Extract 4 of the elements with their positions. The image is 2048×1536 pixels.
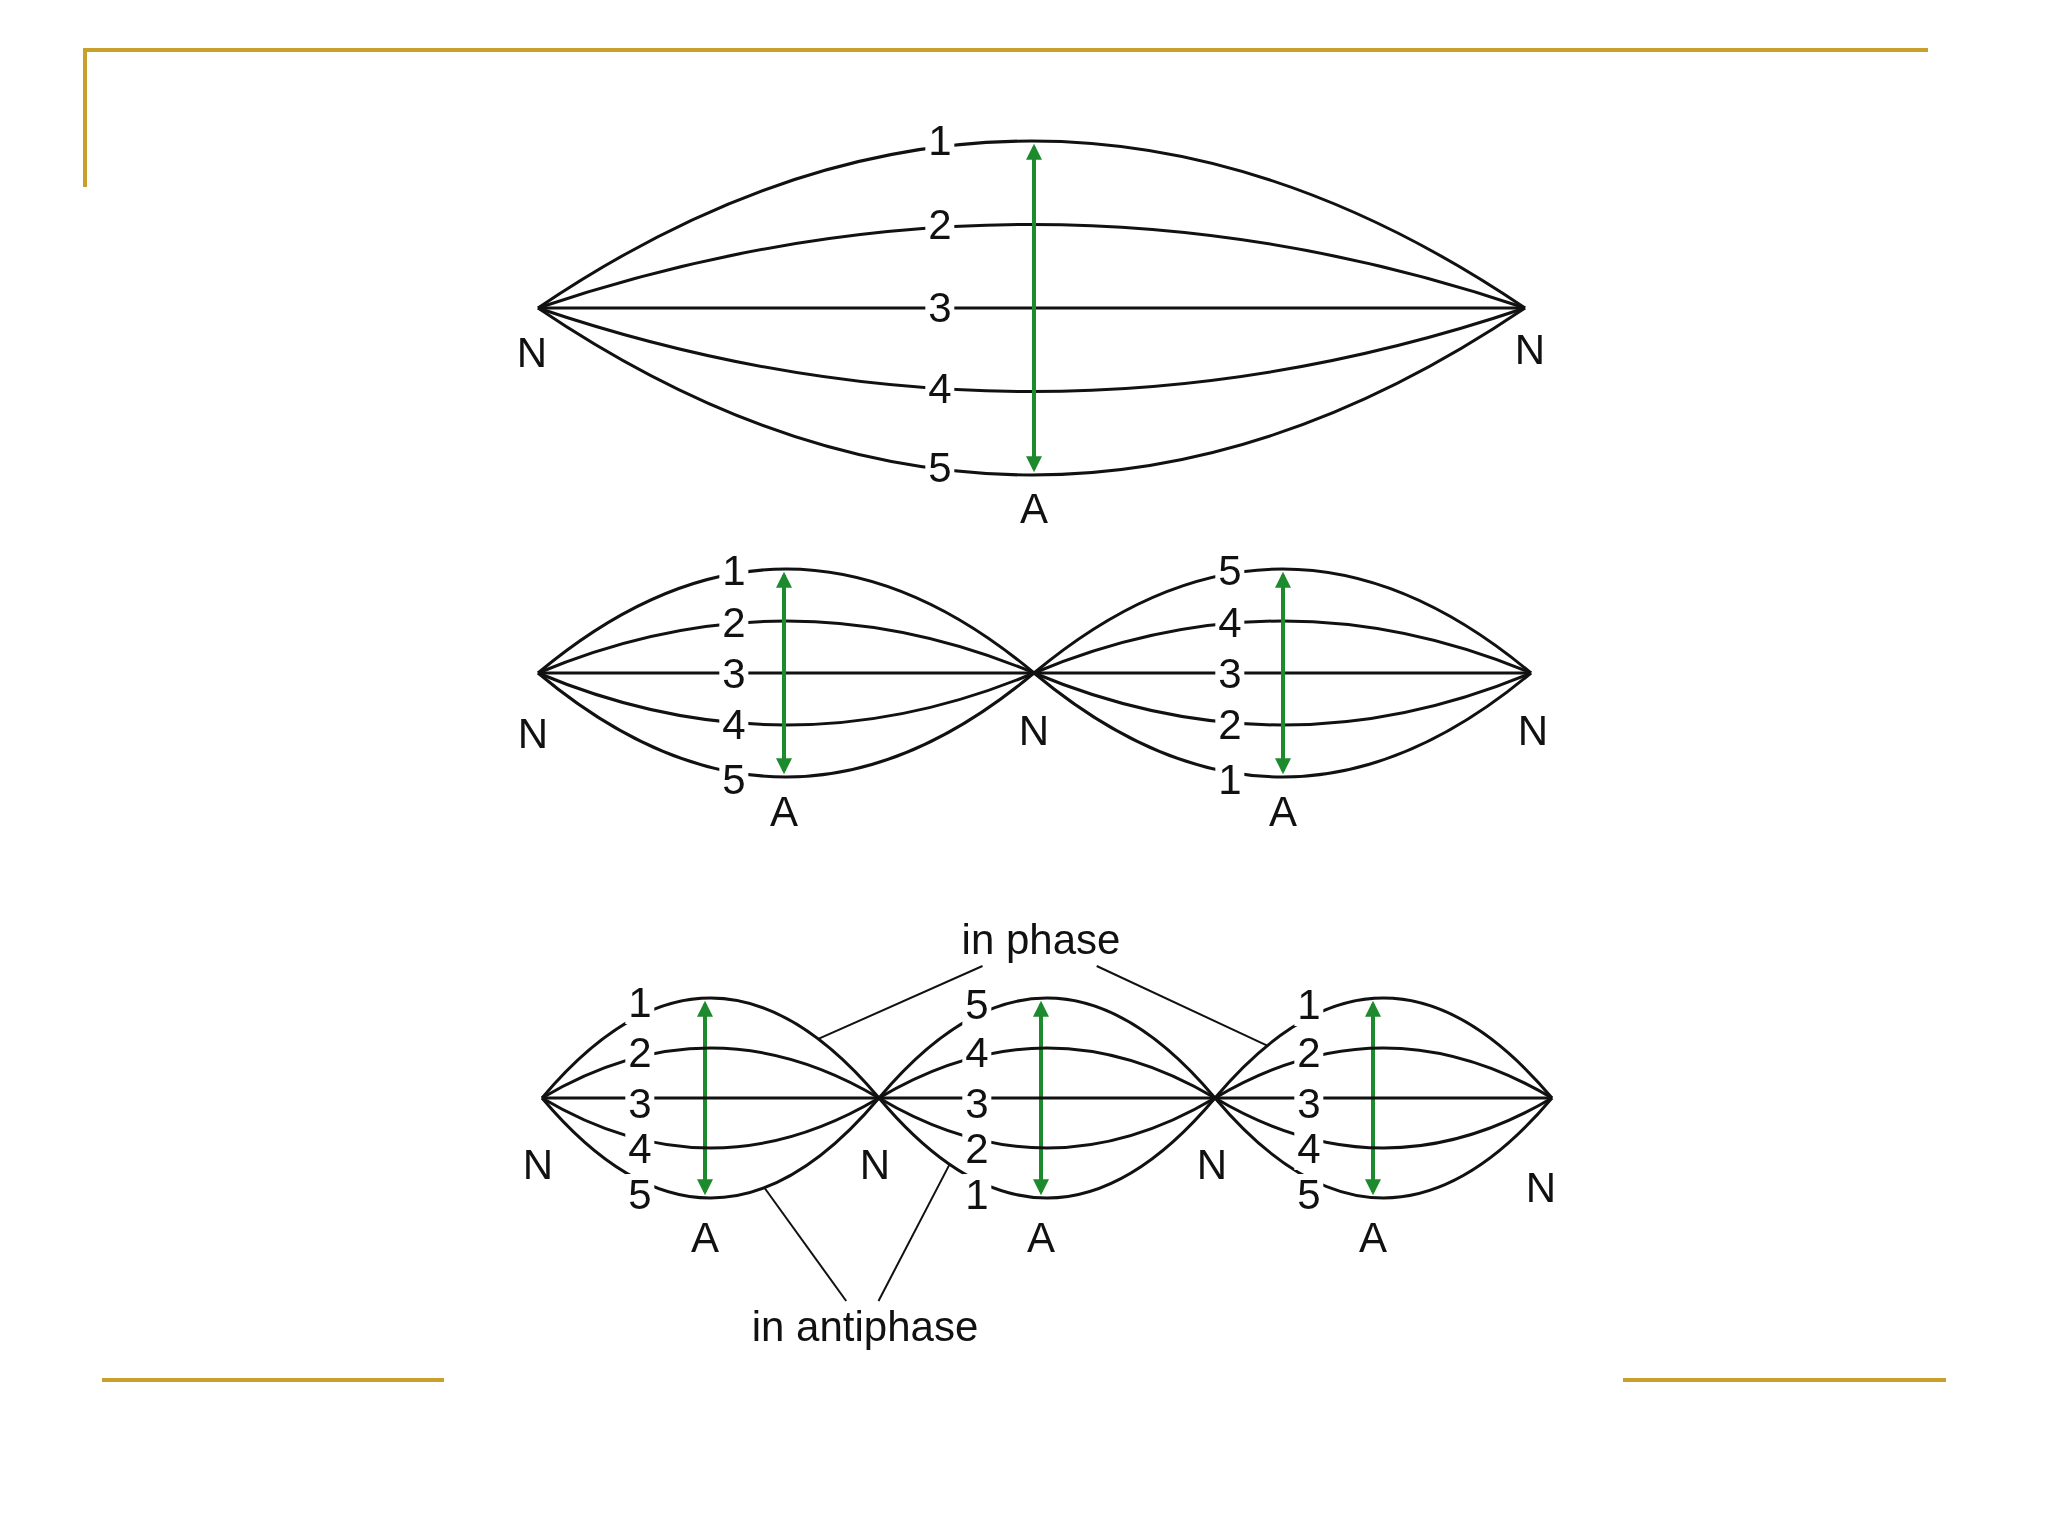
leader-line xyxy=(877,1163,951,1302)
leader-line xyxy=(1095,965,1269,1047)
leader-line xyxy=(763,1186,848,1302)
leader-line xyxy=(817,965,984,1040)
